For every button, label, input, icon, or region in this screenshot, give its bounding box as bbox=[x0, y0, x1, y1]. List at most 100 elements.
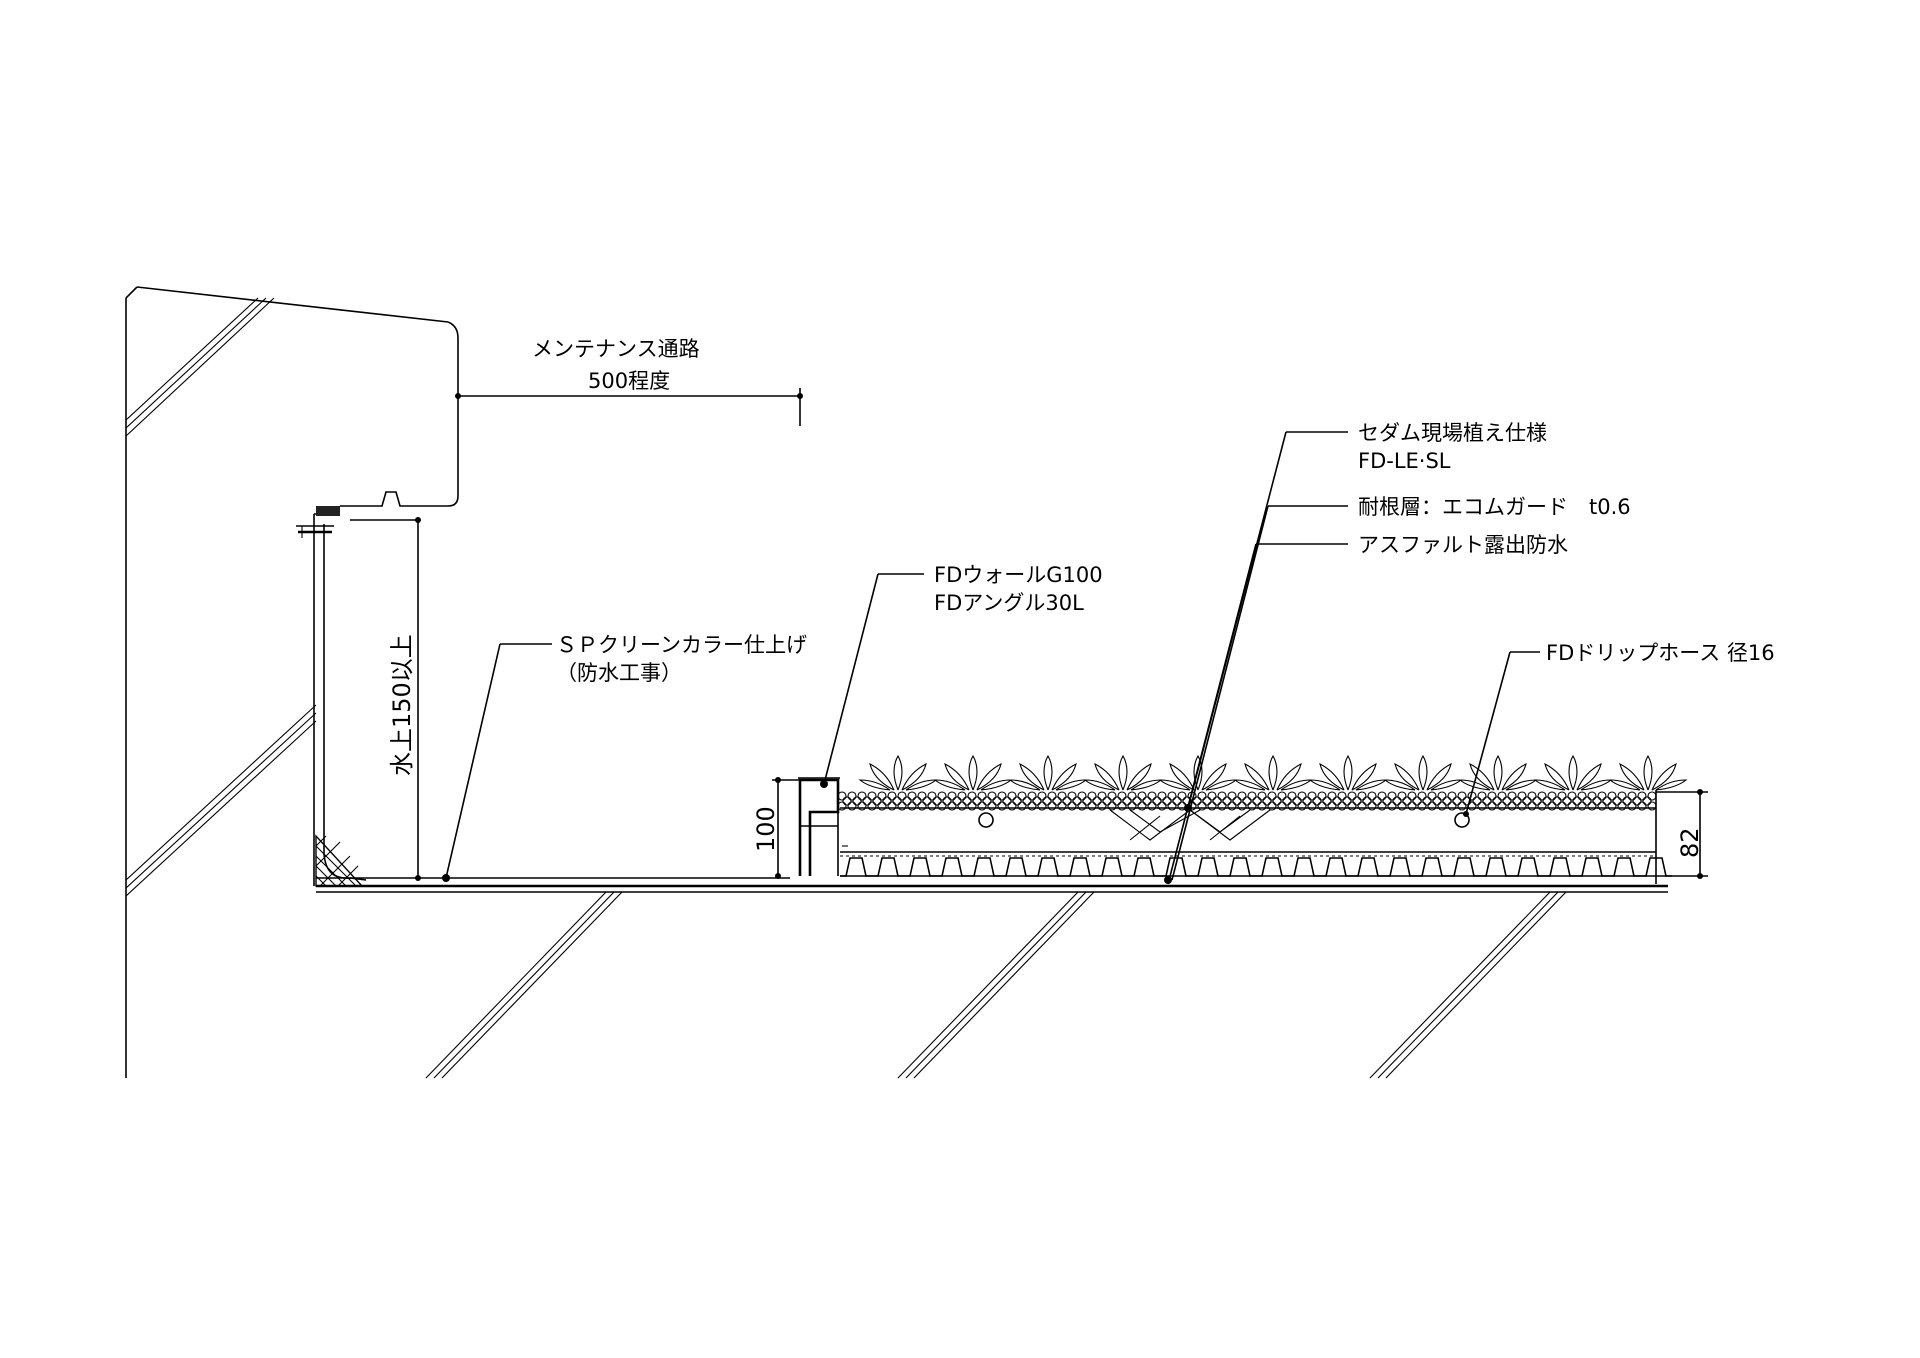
gravel-particle bbox=[1017, 791, 1027, 801]
gravel-particle bbox=[1062, 796, 1072, 806]
gravel-particle bbox=[1032, 796, 1042, 806]
gravel-particle bbox=[1522, 796, 1532, 806]
sedum-plant bbox=[933, 754, 1013, 791]
gravel-particle bbox=[917, 791, 927, 801]
gravel-particle bbox=[897, 801, 907, 811]
gravel-particle bbox=[1097, 801, 1107, 811]
gravel-particle bbox=[947, 791, 957, 801]
gravel-particle bbox=[907, 791, 917, 801]
gravel-particle bbox=[1117, 801, 1127, 811]
gravel-particle bbox=[1552, 796, 1562, 806]
gravel-particle bbox=[967, 791, 977, 801]
gravel-particle bbox=[1247, 801, 1257, 811]
gravel-particle bbox=[1367, 801, 1377, 811]
gravel-particle bbox=[1142, 796, 1152, 806]
gravel-particle bbox=[1527, 801, 1537, 811]
gravel-particle bbox=[1442, 796, 1452, 806]
gravel-particle bbox=[1217, 801, 1227, 811]
gravel-particle bbox=[1257, 791, 1267, 801]
fd-wall-label: FDウォールG100 bbox=[934, 563, 1103, 587]
gravel-particle bbox=[1482, 796, 1492, 806]
sedum-plant bbox=[1083, 754, 1163, 791]
gravel-particle bbox=[1387, 801, 1397, 811]
gravel-particle bbox=[987, 791, 997, 801]
gravel-particle bbox=[902, 796, 912, 806]
gravel-particle bbox=[962, 796, 972, 806]
gravel-particle bbox=[1057, 791, 1067, 801]
gravel-particle bbox=[1027, 801, 1037, 811]
gravel-particle bbox=[1547, 801, 1557, 811]
gravel-particle bbox=[1322, 796, 1332, 806]
gravel-particle bbox=[1007, 801, 1017, 811]
gravel-particle bbox=[957, 791, 967, 801]
gravel-particle bbox=[1077, 791, 1087, 801]
dimension-markers bbox=[772, 777, 1708, 879]
gravel-particle bbox=[1337, 791, 1347, 801]
drip-hose-label: FDドリップホース 径16 bbox=[1546, 641, 1775, 665]
gravel-particle bbox=[1287, 801, 1297, 811]
gravel-particle bbox=[1067, 801, 1077, 811]
gravel-particle bbox=[1267, 791, 1277, 801]
gravel-particle bbox=[1332, 796, 1342, 806]
gravel-particle bbox=[1227, 801, 1237, 811]
gravel-particle bbox=[1112, 796, 1122, 806]
gravel-particle bbox=[1052, 796, 1062, 806]
gravel-particle bbox=[1152, 796, 1162, 806]
gravel-particle bbox=[1292, 796, 1302, 806]
gravel-particle bbox=[1617, 801, 1627, 811]
gravel-particle bbox=[887, 791, 897, 801]
gravel-particle bbox=[857, 791, 867, 801]
drip-hose bbox=[1454, 812, 1470, 828]
gravel-particle bbox=[1572, 796, 1582, 806]
gravel-particle bbox=[1012, 796, 1022, 806]
gravel-particle bbox=[1457, 801, 1467, 811]
gravel-particle bbox=[1427, 791, 1437, 801]
green-roof-system bbox=[798, 754, 1688, 884]
gravel-particle bbox=[977, 801, 987, 811]
gravel-particle bbox=[1477, 791, 1487, 801]
gravel-particle bbox=[1297, 791, 1307, 801]
gravel-particle bbox=[1512, 796, 1522, 806]
gravel-particle bbox=[1007, 791, 1017, 801]
gravel-particle bbox=[992, 796, 1002, 806]
gravel-particle bbox=[1037, 801, 1047, 811]
gravel-particle bbox=[1542, 796, 1552, 806]
gravel-particle bbox=[1597, 791, 1607, 801]
gravel-particle bbox=[937, 791, 947, 801]
gravel-particle bbox=[922, 796, 932, 806]
gravel-particle bbox=[1357, 801, 1367, 811]
gravel-particle bbox=[1042, 796, 1052, 806]
gravel-particle bbox=[1592, 796, 1602, 806]
gravel-particle bbox=[1487, 801, 1497, 811]
sedum-plant bbox=[1533, 754, 1613, 791]
gravel-particle bbox=[907, 801, 917, 811]
gravel-particle bbox=[982, 796, 992, 806]
sedum-spec-label: セダム現場植え仕様 bbox=[1358, 421, 1547, 445]
gravel-particle bbox=[1497, 791, 1507, 801]
gravel-particle bbox=[1227, 791, 1237, 801]
gravel-particle bbox=[1297, 801, 1307, 811]
gravel-particle bbox=[1577, 801, 1587, 811]
gravel-particle bbox=[1002, 796, 1012, 806]
gravel-particle bbox=[1537, 801, 1547, 811]
gravel-particle bbox=[1222, 796, 1232, 806]
gravel-particle bbox=[1287, 791, 1297, 801]
gravel-particle bbox=[1627, 801, 1637, 811]
gravel-particle bbox=[1622, 796, 1632, 806]
gravel-particle bbox=[1382, 796, 1392, 806]
gravel-particle bbox=[867, 791, 877, 801]
gravel-particle bbox=[1507, 801, 1517, 811]
gravel-particle bbox=[872, 796, 882, 806]
gravel-particle bbox=[1397, 791, 1407, 801]
gravel-particle bbox=[927, 791, 937, 801]
gravel-particle bbox=[1057, 801, 1067, 811]
gravel-particle bbox=[1347, 791, 1357, 801]
gravel-particle bbox=[977, 791, 987, 801]
gravel-particle bbox=[1082, 796, 1092, 806]
growing-medium bbox=[837, 791, 1657, 811]
gravel-particle bbox=[837, 791, 847, 801]
gravel-particle bbox=[1507, 791, 1517, 801]
gravel-particle bbox=[987, 801, 997, 811]
gravel-particle bbox=[1207, 791, 1217, 801]
